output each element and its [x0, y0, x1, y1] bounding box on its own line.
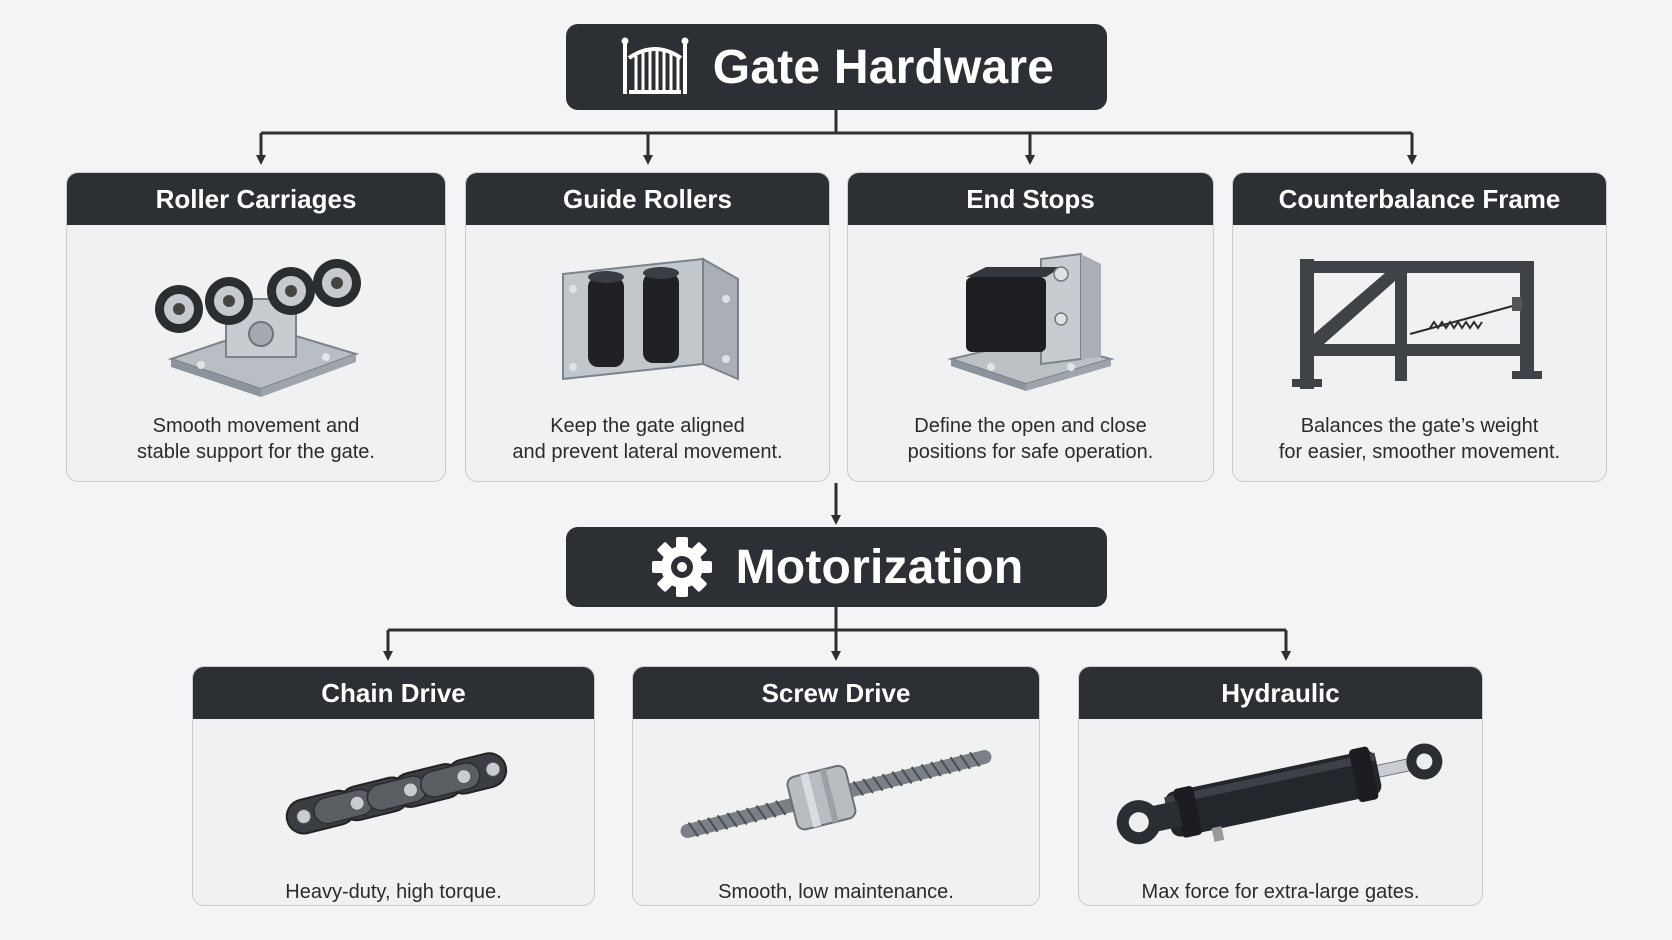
guide-rollers-image	[466, 225, 829, 413]
card-chain-drive: Chain Drive	[192, 666, 595, 906]
end-stop-image	[848, 225, 1213, 413]
gear-icon	[650, 535, 714, 599]
roller-carriage-image	[67, 225, 445, 413]
hydraulic-cylinder-image	[1079, 719, 1482, 869]
gate-icon	[619, 36, 691, 98]
card-description: Max force for extra-large gates.	[1141, 881, 1420, 903]
lead-screw-image	[633, 719, 1039, 869]
card-title: End Stops	[848, 173, 1213, 225]
card-description: Balances the gate’s weight for easier, s…	[1278, 415, 1561, 463]
card-title: Hydraulic	[1079, 667, 1482, 719]
card-title: Guide Rollers	[466, 173, 829, 225]
card-description: Heavy-duty, high torque.	[285, 881, 502, 903]
card-description: Define the open and close positions for …	[907, 415, 1154, 463]
motorization-banner: Motorization	[566, 527, 1107, 607]
card-description: Keep the gate aligned and prevent latera…	[512, 415, 783, 463]
card-counterbalance-frame: Counterbalance Frame Balances the gate’s…	[1232, 172, 1607, 482]
card-hydraulic: Hydraulic Max force for extra-large gate…	[1078, 666, 1483, 906]
card-title: Chain Drive	[193, 667, 594, 719]
card-title: Screw Drive	[633, 667, 1039, 719]
card-end-stops: End Stops Define the open and close posi…	[847, 172, 1214, 482]
gate-hardware-title: Gate Hardware	[712, 40, 1055, 94]
card-screw-drive: Screw Drive	[632, 666, 1040, 906]
gate-hardware-banner: Gate Hardware	[566, 24, 1107, 110]
chain-image	[193, 719, 594, 869]
card-guide-rollers: Guide Rollers Keep the gate aligned and …	[465, 172, 830, 482]
card-description: Smooth, low maintenance.	[718, 881, 954, 903]
counterbalance-frame-image	[1233, 225, 1606, 413]
card-title: Counterbalance Frame	[1233, 173, 1606, 225]
card-title: Roller Carriages	[67, 173, 445, 225]
card-description: Smooth movement and stable support for t…	[137, 415, 375, 463]
card-roller-carriages: Roller Carriages Smooth movement and sta…	[66, 172, 446, 482]
motorization-title: Motorization	[735, 540, 1024, 594]
